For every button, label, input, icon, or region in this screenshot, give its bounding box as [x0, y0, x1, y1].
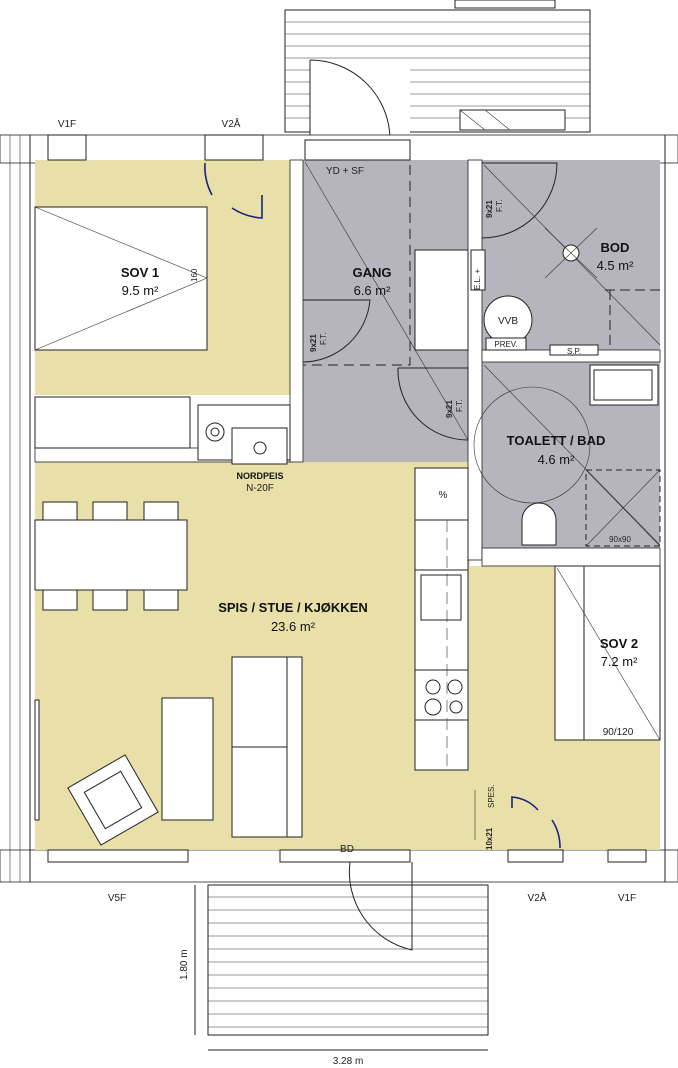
door-type-sov1: F.T.	[319, 333, 328, 345]
room-area-bod: 4.5 m²	[597, 258, 635, 273]
toilet	[521, 502, 557, 546]
window-label: V5F	[108, 893, 126, 904]
room-area-sov1: 9.5 m²	[122, 283, 160, 298]
gang-note: YD + SF	[326, 166, 364, 177]
door-size-sov1: 9x21	[309, 334, 318, 352]
room-name-gang: GANG	[353, 265, 392, 280]
stove-label: NORDPEIS	[236, 471, 283, 481]
door-size-bod: 9x21	[485, 200, 494, 218]
room-area-stue: 23.6 m²	[271, 619, 316, 634]
window-label: V1F	[58, 119, 76, 130]
stove-model-label: N-20F	[246, 483, 274, 494]
kitchen-counter: %	[414, 467, 469, 771]
sp-label: S.P.	[567, 347, 581, 356]
room-name-sov2: SOV 2	[600, 636, 638, 651]
door-type-bod: F.T.	[495, 200, 504, 212]
room-name-bad: TOALETT / BAD	[507, 433, 606, 448]
wardrobe-gang	[414, 249, 469, 351]
window-label: V2Å	[528, 891, 547, 904]
armchair	[67, 754, 159, 846]
shower-label: 90x90	[609, 535, 631, 544]
door-size-bad: 9x21	[445, 400, 454, 418]
window-label: V1F	[618, 893, 636, 904]
bottom-terrace: 1.80 m 3.28 m	[179, 861, 489, 1067]
el-label: E.L. +	[473, 269, 482, 290]
room-area-bad: 4.6 m²	[538, 452, 576, 467]
room-name-bod: BOD	[601, 240, 630, 255]
prev-label: PREV.	[494, 340, 517, 349]
bed-size-label: 160	[190, 268, 199, 282]
room-name-stue: SPIS / STUE / KJØKKEN	[218, 600, 368, 615]
dining-table	[34, 519, 188, 591]
coffee-table	[161, 697, 214, 821]
double-bed	[34, 206, 208, 351]
terrace-width-dimension: 3.28 m	[333, 1056, 364, 1067]
door-type-sov2: SPES.	[487, 784, 496, 808]
window-label: V2Å	[222, 117, 241, 130]
door-size-sov2: 10x21	[485, 827, 494, 850]
room-name-sov1: SOV 1	[121, 265, 159, 280]
door-type-bad: F.T.	[455, 400, 464, 412]
wardrobe	[34, 396, 191, 449]
top-terrace	[284, 0, 591, 141]
bed-size-label-sov2: 90/120	[603, 727, 634, 738]
room-area-gang: 6.6 m²	[354, 283, 392, 298]
vvb-label: VVB	[498, 316, 518, 327]
terrace-depth-dimension: 1.80 m	[179, 949, 190, 980]
door-label: BD	[340, 844, 354, 855]
fridge-symbol: %	[439, 490, 448, 501]
room-area-sov2: 7.2 m²	[601, 654, 639, 669]
